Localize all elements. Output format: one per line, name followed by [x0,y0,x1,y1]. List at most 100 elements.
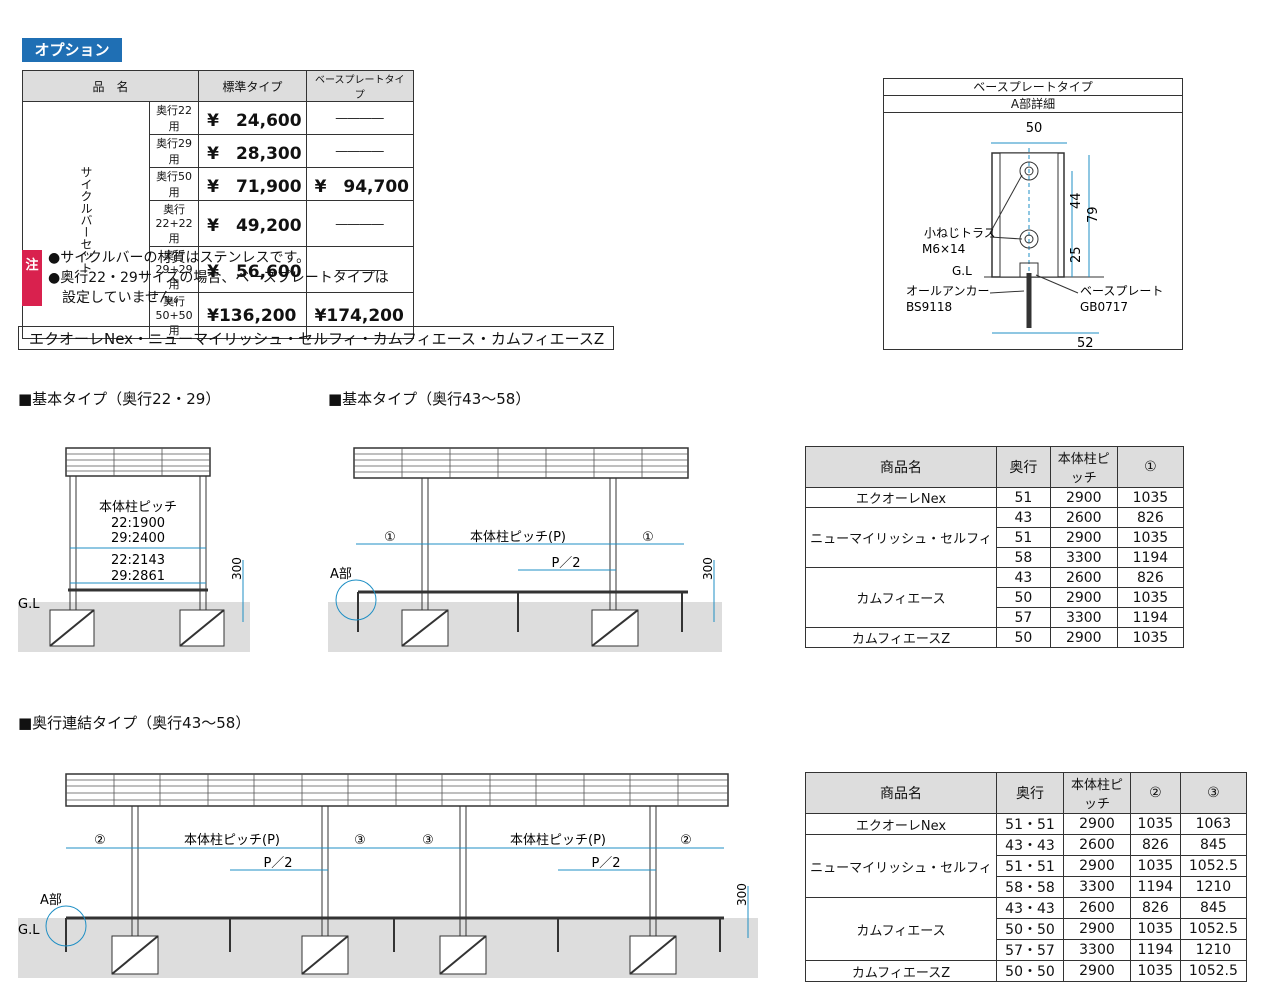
d3-c3-left: ③ [354,833,366,848]
spec2-header: ② [1129,772,1181,814]
option-price-table: 品 名 標準タイプ ベースプレートタイプ サイクルバーセット奥行22用¥ 24,… [21,70,415,339]
spec1-cell: 1035 [1116,527,1185,548]
price-baseplate: ―――― [305,200,415,247]
spec1-cell: 2900 [1049,527,1118,548]
spec1-cell: 2900 [1049,587,1118,608]
detail-subtitle: A部詳細 [884,96,1182,113]
anchor-code: BS9118 [906,300,952,314]
spec1-cell: 43 [996,507,1051,528]
spec1-cell: 2900 [1049,487,1118,508]
price-row: 奥行29用¥ 28,300―――― [23,134,415,168]
d3-c2-right: ② [680,833,692,848]
detail-drawing: 50 44 79 25 52 小ねじトラス M6×14 G.L オールアンカー … [906,121,1163,349]
spec1-header: 本体柱ピッチ [1049,446,1118,488]
footing-right [179,609,225,647]
spec2-cell: 1052.5 [1179,855,1248,877]
spec2-cell: 2900 [1062,960,1131,982]
spec1-cell: 58 [996,547,1051,568]
spec2-cell: 2600 [1062,834,1131,856]
price-name: 奥行22+22用 [148,200,200,247]
spec2-cell: 826 [1129,897,1181,919]
dim-44: 44 [1069,192,1084,209]
price-name: 奥行50+50用 [148,292,200,339]
spec2-header: ③ [1179,772,1248,814]
header-name: 品 名 [21,70,200,102]
spec2-cell: 845 [1179,897,1248,919]
spec2-cell: 2900 [1062,918,1131,940]
spec2-cell: 1194 [1129,876,1181,898]
price-standard: ¥ 56,600 [198,246,307,293]
d2-a-label: A部 [330,567,352,582]
price-standard: ¥ 71,900 [198,167,307,201]
header-std: 標準タイプ [198,70,307,102]
spec2-header: 奥行 [996,772,1064,814]
d1-gl: G.L [18,597,40,612]
series-box: エクオーレNex・ニューマイリッシュ・セルフィ・カムフィエース・カムフィエースZ [18,326,614,350]
price-name: 奥行29+29用 [148,246,200,293]
d3-half-right: P／2 [591,856,620,871]
price-baseplate: ―――― [305,101,415,135]
spec2-cell: 51・51 [996,813,1064,835]
spec2-cell: 845 [1179,834,1248,856]
price-row: 奥行50用¥ 71,900¥ 94,700 [23,167,415,201]
spec2-header: 商品名 [805,772,997,814]
spec1-cell: 1035 [1116,627,1185,648]
section-basic-short: ■基本タイプ（奥行22・29） [18,390,221,408]
spec1-cell: 50 [996,627,1051,648]
spec1-product: カムフィエース [805,567,997,628]
d2-half: P／2 [551,556,580,571]
spec2-cell: 1035 [1129,813,1181,835]
anchor-label: オールアンカー [906,284,990,298]
price-row: 奥行50+50用¥136,200¥174,200 [23,292,415,339]
section-linked: ■奥行連結タイプ（奥行43～58） [18,714,251,732]
d1-p22: 22:1900 [111,516,165,531]
spec2-cell: 50・50 [996,960,1064,982]
section-basic-long: ■基本タイプ（奥行43～58） [328,390,531,408]
spec1-product: エクオーレNex [805,487,997,508]
screw-label: 小ねじトラス [924,226,996,240]
spec1-cell: 3300 [1049,607,1118,628]
spec2-cell: 1210 [1179,876,1248,898]
spec2-cell: 1052.5 [1179,918,1248,940]
spec1-cell: 51 [996,527,1051,548]
price-row: 奥行22+22用¥ 49,200―――― [23,200,415,247]
spec1-cell: 3300 [1049,547,1118,568]
dim-50: 50 [1026,121,1043,136]
price-name: 奥行50用 [148,167,200,201]
detail-title: ベースプレートタイプ [884,79,1182,96]
spec2-cell: 1210 [1179,939,1248,961]
spec1-cell: 826 [1116,567,1185,588]
footing-4 [629,935,677,975]
d3-c2-left: ② [94,833,106,848]
d3-half-left: P／2 [263,856,292,871]
spec2-cell: 2900 [1062,813,1131,835]
d3-c3-right: ③ [422,833,434,848]
spec2-cell: 1035 [1129,918,1181,940]
spec2-product: カムフィエース [805,897,997,961]
spec1-header: ① [1116,446,1185,488]
spec1-cell: 2900 [1049,627,1118,648]
spec2-cell: 51・51 [996,855,1064,877]
d3-a-label: A部 [40,893,62,908]
spec1-cell: 1194 [1116,607,1185,628]
header-base: ベースプレートタイプ [305,70,415,102]
group-label: サイクルバーセット [22,101,150,339]
spec1-cell: 43 [996,567,1051,588]
option-title: オプション [22,38,122,62]
spec2-cell: 2900 [1062,855,1131,877]
plate-code: GB0717 [1080,300,1128,314]
price-standard: ¥ 49,200 [198,200,307,247]
price-baseplate: ―――― [305,134,415,168]
spec1-cell: 1035 [1116,587,1185,608]
detail-gl: G.L [952,264,972,278]
spec1-cell: 1035 [1116,487,1185,508]
dim-52: 52 [1077,336,1094,349]
spec2-cell: 1035 [1129,855,1181,877]
d1-pitch-label: 本体柱ピッチ [99,500,177,515]
footing-3 [439,935,487,975]
